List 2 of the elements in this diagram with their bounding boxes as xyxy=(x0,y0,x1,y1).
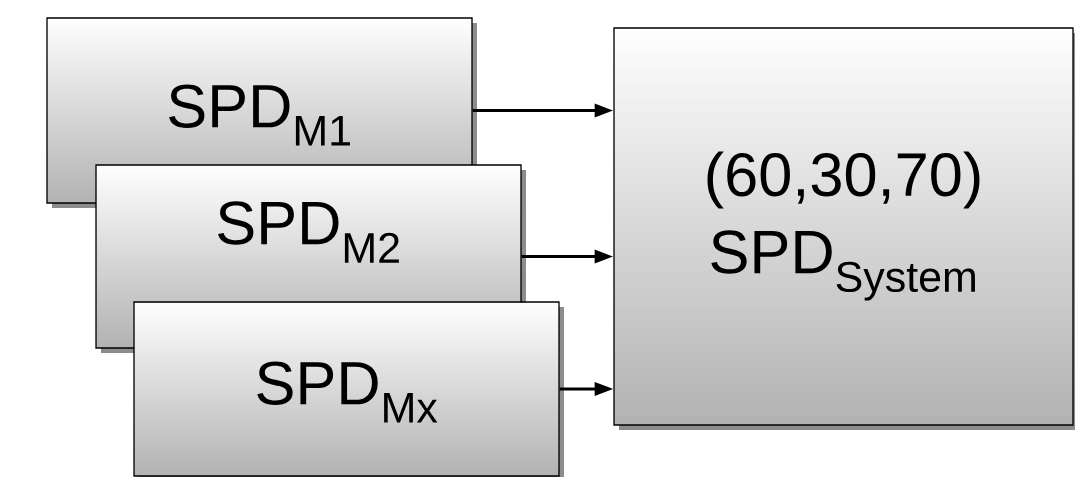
process-box: SPD$_{Mx}$ xyxy=(133,301,564,477)
process-box: (60,30,70) SPD$_{System}$ xyxy=(613,27,1075,430)
